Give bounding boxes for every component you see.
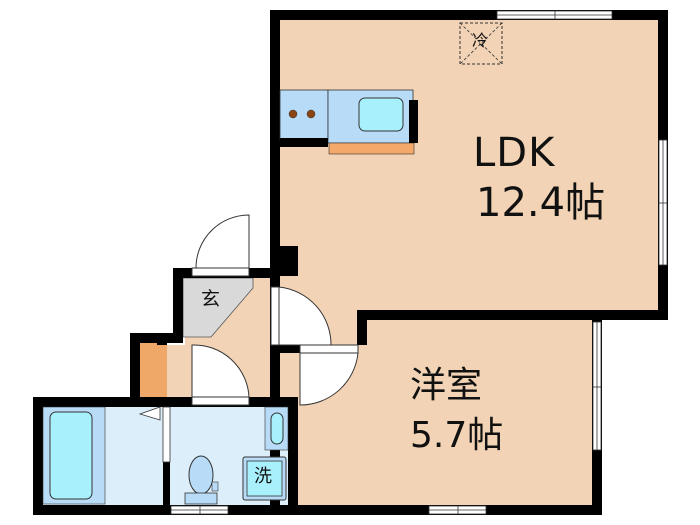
western-room-floor [366,320,592,505]
bathtub [42,406,106,505]
washer-label: 洗 [254,466,272,487]
refrigerator-space [459,22,503,65]
entrance-label: 玄 [201,288,221,310]
bath-door-triangle-icon [138,406,161,421]
toilet [184,455,219,505]
washbasin [264,406,289,451]
doors [191,214,359,406]
refrigerator-label: 冷 [472,31,489,50]
washing-machine-space [242,456,287,501]
stove-burner-icon [288,109,298,119]
kitchen-counter [279,89,418,155]
windows [170,10,668,515]
ldk-room-name: LDK [473,130,556,176]
stove-burner-icon [306,109,316,119]
ldk-room-size: 12.4帖 [476,180,606,226]
western-room-name: 洋室 [410,365,483,406]
bath-partition-door [162,406,171,463]
ldk-floor [279,18,658,313]
storage-closet [140,343,167,397]
western-room-size: 5.7帖 [410,415,504,456]
